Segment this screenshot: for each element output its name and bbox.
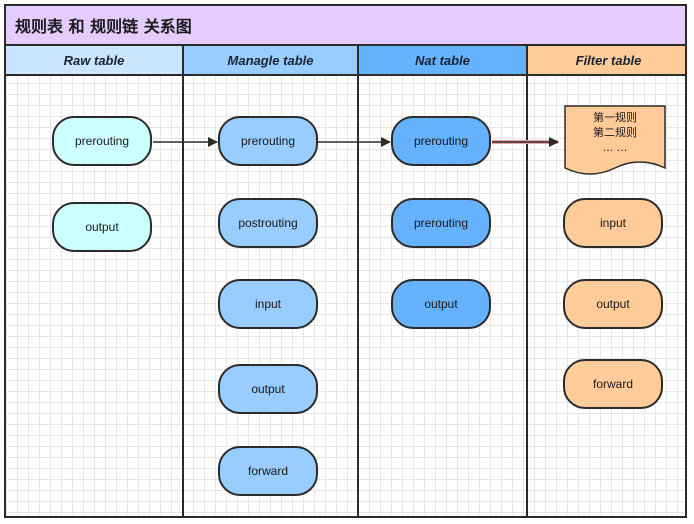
mangle-chain-postrouting: postrouting [218,198,318,248]
filter-chain-output: output [563,279,663,329]
column-header-nat: Nat table [359,46,528,76]
mangle-chain-input: input [218,279,318,329]
flow-arrows [153,137,559,147]
filter-rule-1: 第一规则 [593,111,637,124]
raw-chain-prerouting: prerouting [52,116,152,166]
column-header-mangle: Managle table [184,46,359,76]
nat-chain-prerouting-2: prerouting [391,198,491,248]
column-divider [526,76,528,516]
filter-chain-input: input [563,198,663,248]
column-divider [182,76,184,516]
nat-chain-output: output [391,279,491,329]
column-header-filter: Filter table [528,46,685,76]
nat-chain-prerouting: prerouting [391,116,491,166]
filter-chain-forward: forward [563,359,663,409]
diagram-frame: 规则表 和 规则链 关系图 Raw table Managle table Na… [4,4,687,518]
mangle-chain-output: output [218,364,318,414]
filter-rules-text: 第一规则 第二规则 ... ... [568,110,662,155]
filter-rule-2: 第二规则 [593,126,637,139]
mangle-chain-forward: forward [218,446,318,496]
diagram-title: 规则表 和 规则链 关系图 [6,6,685,46]
column-divider [357,76,359,516]
filter-rule-more: ... ... [602,141,628,154]
filter-rules-document [564,105,666,175]
mangle-chain-prerouting: prerouting [218,116,318,166]
column-header-raw: Raw table [6,46,184,76]
raw-chain-output: output [52,202,152,252]
